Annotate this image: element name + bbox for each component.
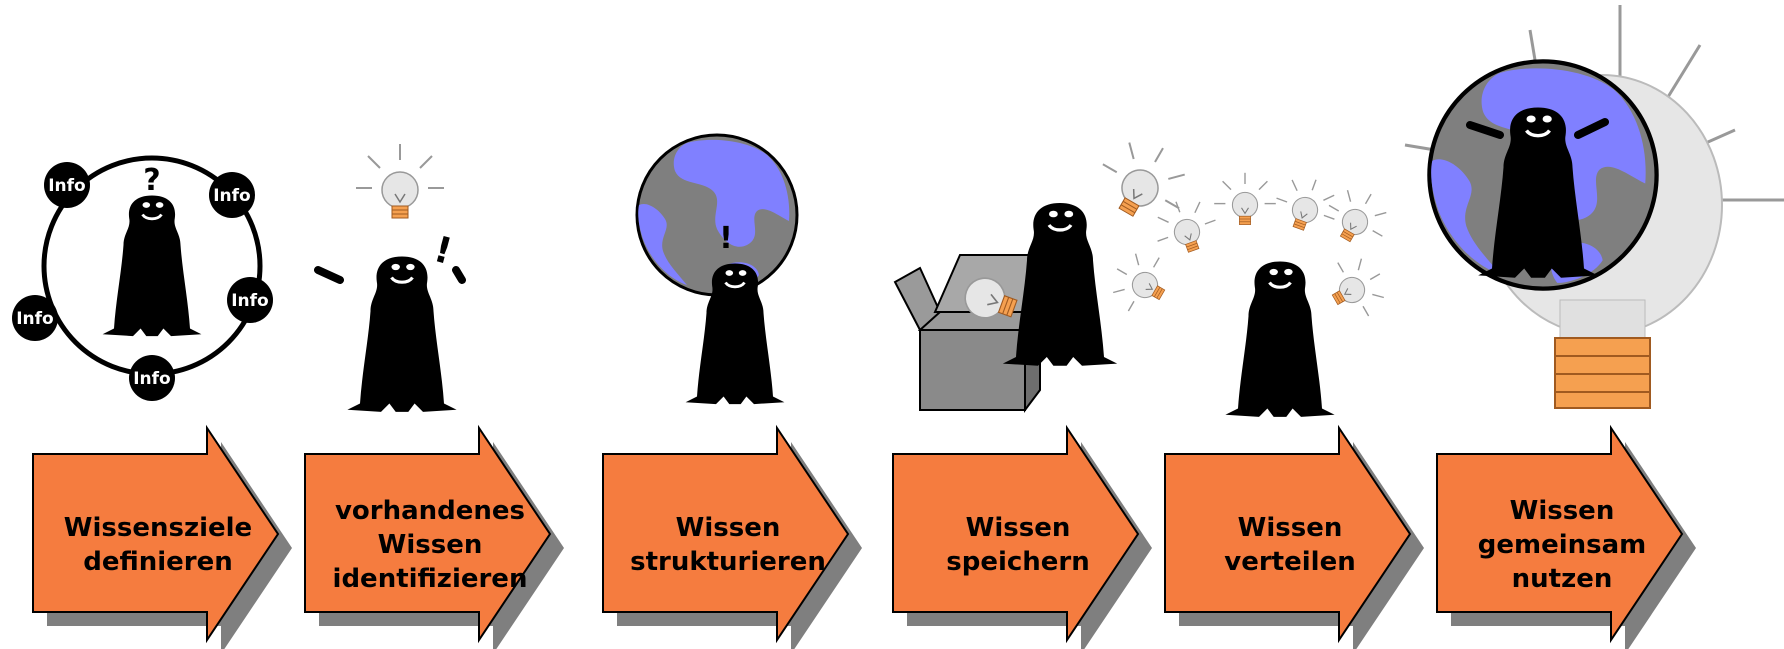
person-lightbulb-idea-icon: ! (314, 143, 466, 414)
svg-text:Info: Info (133, 369, 171, 389)
process-arrow-1 (32, 424, 280, 644)
info-tag: Info (209, 172, 255, 218)
step-label-6: Wissen gemeinsam nutzen (1477, 496, 1647, 594)
svg-text:Info: Info (16, 309, 54, 329)
info-tag: Info (129, 355, 175, 401)
person-globe-icon: ! (635, 133, 799, 406)
info-tag: Info (44, 162, 90, 208)
step-label-1: Wissensziele definieren (63, 513, 253, 577)
step-label-2: vorhandenes Wissen identifizieren (332, 496, 528, 594)
svg-text:Info: Info (213, 186, 251, 206)
process-arrow-6 (1436, 424, 1684, 644)
svg-text:?: ? (143, 163, 160, 198)
process-arrow-4 (892, 424, 1140, 644)
person-box-lightbulb-icon (893, 125, 1203, 413)
info-tag: Info (12, 295, 58, 341)
svg-text:Info: Info (48, 176, 86, 196)
globe-lightbulb-person-icon (1404, 5, 1784, 409)
svg-text:!: ! (719, 221, 733, 256)
process-arrow-5 (1164, 424, 1412, 644)
person-sharing-lightbulbs-icon (1101, 168, 1399, 419)
svg-text:Info: Info (231, 291, 269, 311)
svg-text:!: ! (430, 229, 456, 273)
info-tag: Info (227, 277, 273, 323)
step-label-3: Wissen strukturieren (630, 513, 826, 577)
process-arrow-3 (602, 424, 850, 644)
step-label-5: Wissen verteilen (1224, 513, 1356, 577)
step-label-4: Wissen speichern (946, 513, 1090, 577)
person-info-circle-icon: ? Info Info Info Info Info (12, 155, 273, 401)
process-arrow-2 (304, 424, 552, 644)
process-arrows (32, 424, 1696, 649)
